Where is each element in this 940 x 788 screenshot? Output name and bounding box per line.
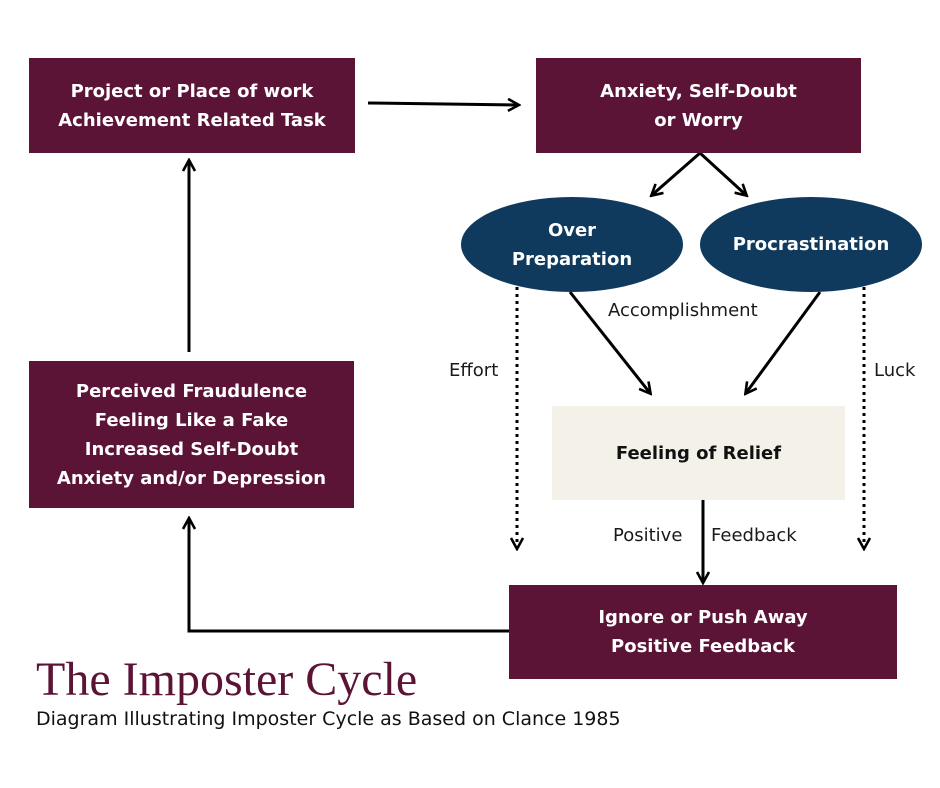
- node-over-preparation-line2: Preparation: [511, 248, 633, 270]
- edge-label-effort: Effort: [449, 360, 499, 381]
- node-ignore: Ignore or Push Away Positive Feedback: [509, 585, 897, 679]
- arrow-procrastination-to-relief: [746, 291, 822, 393]
- edge-label-accomplishment: Accomplishment: [608, 300, 758, 321]
- node-feeling-of-relief-label: Feeling of Relief: [615, 442, 782, 464]
- edge-label-feedback: Feedback: [711, 525, 797, 546]
- node-project-line1: Project or Place of work: [70, 80, 314, 102]
- node-over-preparation: Over Preparation: [461, 197, 683, 292]
- node-anxiety: Anxiety, Self-Doubt or Worry: [536, 58, 861, 153]
- arrow-anxiety-to-overprep: [652, 151, 701, 195]
- node-fraudulence-line2: Feeling Like a Fake: [94, 409, 289, 431]
- arrow-overprep-to-relief: [568, 291, 650, 393]
- node-fraudulence-line1: Perceived Fraudulence: [75, 380, 308, 402]
- node-procrastination: Procrastination: [700, 197, 922, 292]
- arrow-ignore-to-fraudulence: [189, 519, 509, 633]
- node-fraudulence: Perceived Fraudulence Feeling Like a Fak…: [29, 361, 354, 508]
- node-project-line2: Achievement Related Task: [58, 109, 326, 131]
- node-project: Project or Place of work Achievement Rel…: [29, 58, 355, 153]
- node-anxiety-line2: or Worry: [654, 109, 743, 131]
- arrow-anxiety-to-procrastination: [698, 151, 746, 195]
- diagram-subtitle: Diagram Illustrating Imposter Cycle as B…: [36, 708, 621, 730]
- node-fraudulence-line3: Increased Self-Doubt: [84, 438, 299, 460]
- node-over-preparation-line1: Over: [547, 219, 597, 241]
- edge-label-luck: Luck: [874, 360, 916, 381]
- node-anxiety-line1: Anxiety, Self-Doubt: [600, 80, 797, 102]
- diagram-title: The Imposter Cycle: [36, 653, 418, 706]
- node-ignore-line2: Positive Feedback: [611, 636, 795, 657]
- arrow-project-to-anxiety: [367, 103, 518, 105]
- node-fraudulence-line4: Anxiety and/or Depression: [56, 467, 327, 489]
- edge-label-positive: Positive: [613, 525, 683, 546]
- node-ignore-line1: Ignore or Push Away: [598, 607, 808, 628]
- node-feeling-of-relief: Feeling of Relief: [552, 406, 845, 500]
- node-procrastination-line1: Procrastination: [732, 234, 890, 255]
